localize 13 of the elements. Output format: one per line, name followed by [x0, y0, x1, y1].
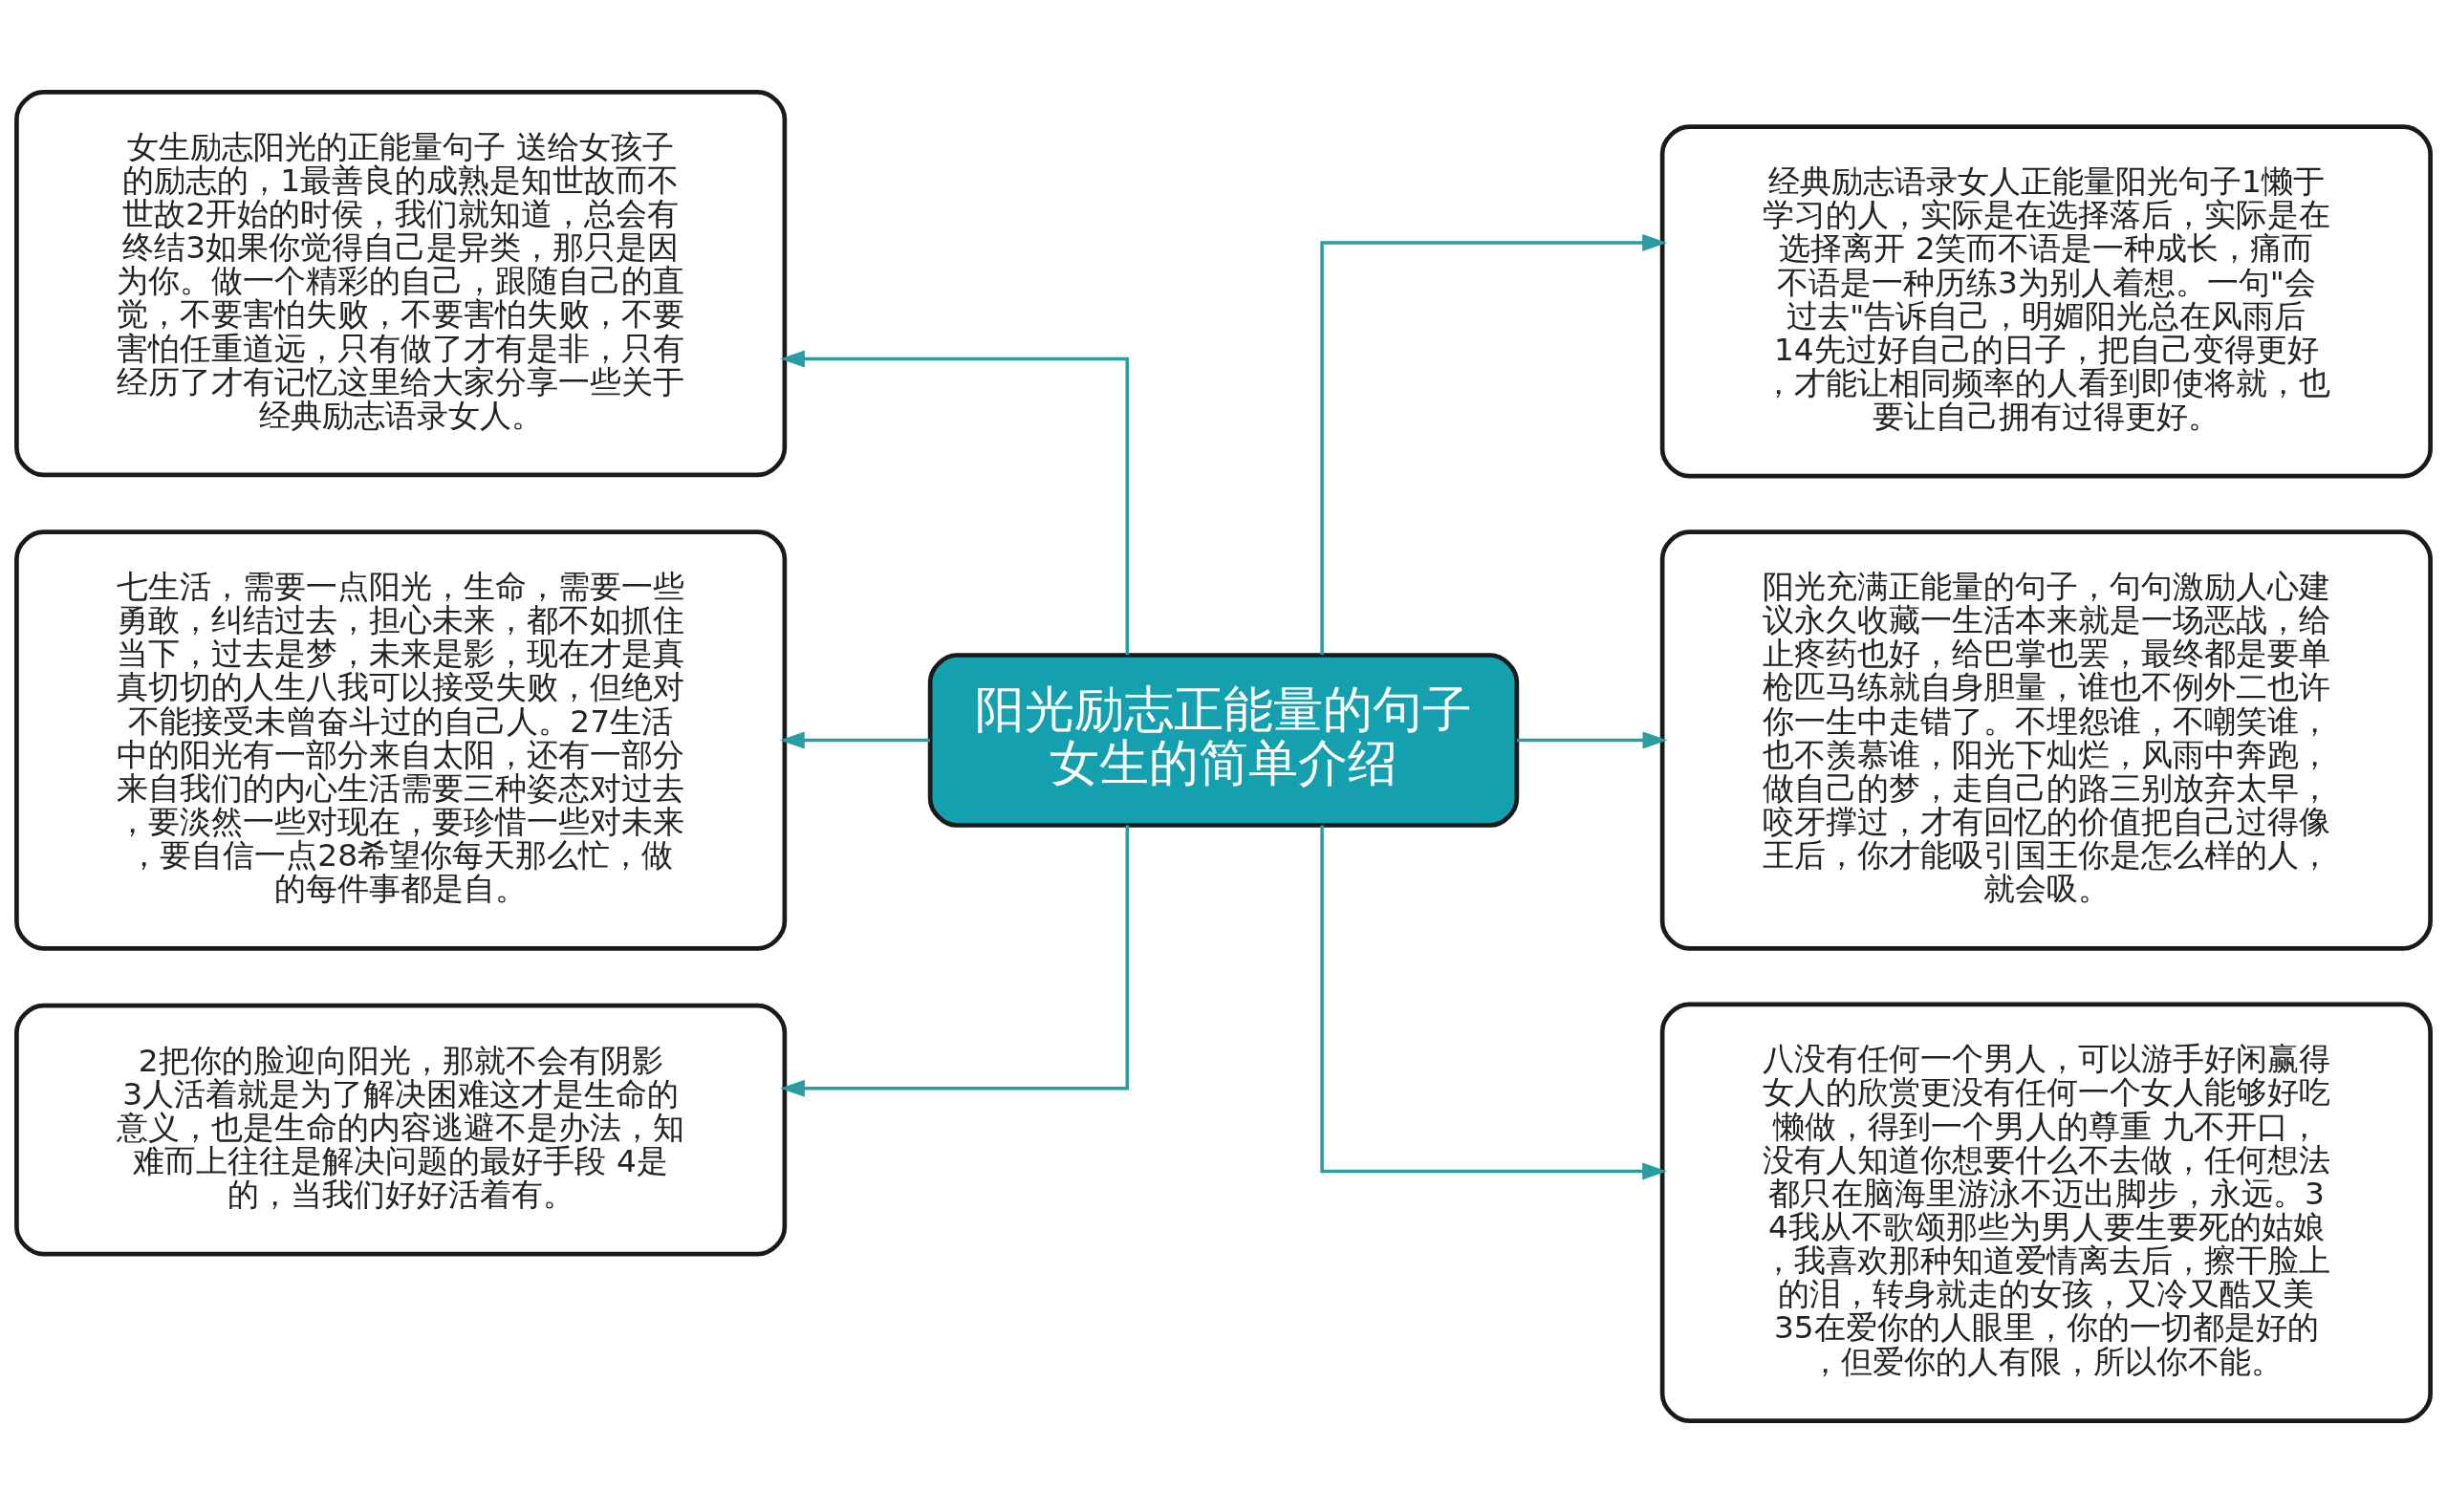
- arrow: [780, 825, 1130, 1097]
- node-box: 七生活，需要一点阳光，生命，需要一些勇敢，纠结过去，担心未来，都不如抓住当下，过去是梦，未来是影，现在才是真真切切的人生八我可以接受失败，但绝对不能接受未曾奋斗过的自己人。27生活中的阳光有一部分来自太阳，还有一部分来自我们的内心生活需要三种姿态对过去，要淡然一些对现在，要珍惜一些对未来，要自信一点28希望你每天那么忙，做的每件事都是自。: [14, 529, 788, 951]
- node-box: 阳光充满正能量的句子，句句激励人心建议永久收藏一生活本来就是一场恶战，给止疼药也好，给巴掌也罢，最终都是要单枪匹马练就自身胆量，谁也不例外二也许你一生中走错了。不埋怨谁，不嘲笑谁，也不羡慕谁，阳光下灿烂，风雨中奔跑，做自己的梦，走自己的路三别放弃太早，咬牙撑过，才有回忆的价值把自己过得像王后，你才能吸引国王你是怎么样的人，就会吸。: [1659, 529, 2433, 951]
- node-box: 2把你的脸迎向阳光，那就不会有阴影 3人活着就是为了解决困难这才是生命的意义，也是生命的内容逃避不是办法，知难而上往往是解决问题的最好手段 4是的，当我们好好活着有。: [14, 1003, 788, 1256]
- node-box: 八没有任何一个男人，可以游手好闲赢得女人的欣赏更没有任何一个女人能够好吃懒做，得到一个男人的尊重 九不开口，没有人知道你想要什么不去做，任何想法都只在脑海里游泳不迈出脚步，永远。34我从不歌颂那些为男人要生要死的姑娘，我喜欢那种知道爱情离去后，擦干脸上的泪，转身就走的女孩，又冷又酷又美 35在爱你的人眼里，你的一切都是好的，但爱你的人有限，所以你不能。: [1659, 1002, 2433, 1423]
- node-box: 经典励志语录女人正能量阳光句子1懒于学习的人，实际是在选择落后，实际是在选择离开 2笑而不语是一种成长，痛而不语是一种历练3为别人着想。一句"会过去"告诉自己，明媚阳光总在风雨后 14先过好自己的日子，把自己变得更好，才能让相同频率的人看到即使将就，也要让自己拥有过得更好。: [1659, 123, 2433, 478]
- arrow: [1320, 233, 1667, 655]
- arrow: [779, 731, 930, 749]
- arrow: [1517, 731, 1668, 749]
- arrow: [1320, 825, 1667, 1179]
- node-box: 女生励志阳光的正能量句子 送给女孩子的励志的，1最善良的成熟是知世故而不世故2开始的时侯，我们就知道，总会有终结3如果你觉得自己是异类，那只是因为你。做一个精彩的自己，跟随自己的直觉，不要害怕失败，不要害怕失败，不要害怕任重道远，只有做了才有是非，只有经历了才有记忆这里给大家分享一些关于经典励志语录女人。: [14, 89, 788, 477]
- node-box: 阳光励志正能量的句子女生的简单介绍: [927, 652, 1520, 828]
- arrow: [780, 350, 1130, 655]
